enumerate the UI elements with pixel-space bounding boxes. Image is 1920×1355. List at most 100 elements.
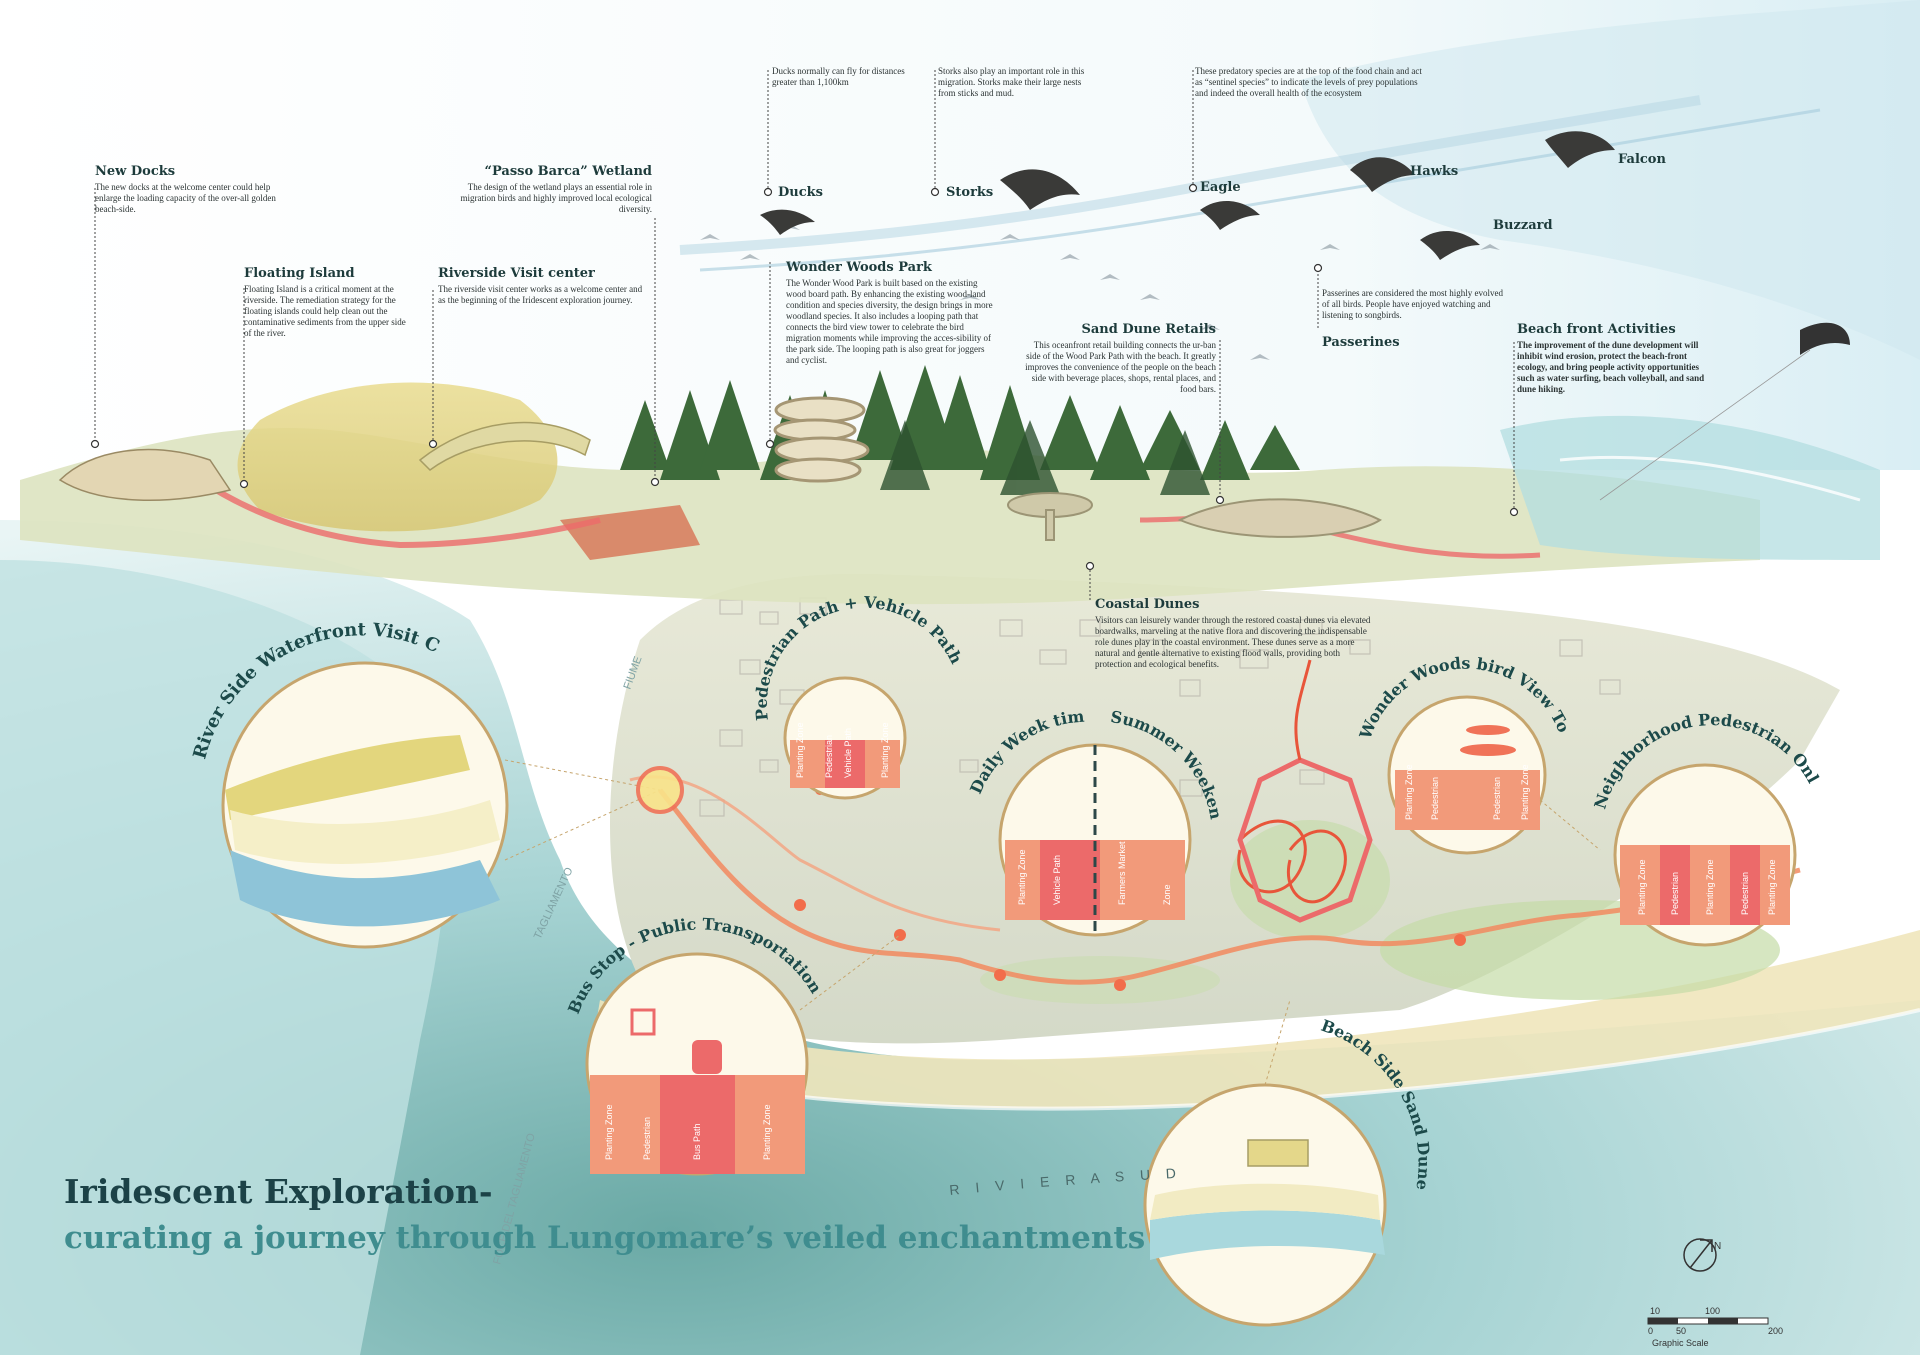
zone-label: Planting Zone xyxy=(1637,859,1647,915)
zone-label: Planting Zone xyxy=(1705,859,1715,915)
bird-note-ducks: Ducks normally can fly for distances gre… xyxy=(772,66,905,87)
forest-dark xyxy=(880,420,1210,495)
vignette-beach-side xyxy=(1143,1083,1387,1327)
poster-title: Iridescent Exploration- xyxy=(64,1172,493,1211)
beach-strip xyxy=(590,930,1920,1109)
bird-note-storks: Storks also play an important role in th… xyxy=(938,66,1085,98)
bird-label-hawks: Hawks xyxy=(1410,164,1459,179)
boardwalk-red xyxy=(198,477,601,549)
route-path xyxy=(658,788,1801,985)
zone-label: Vehicle Path xyxy=(1052,855,1062,905)
scale-tick: 0 xyxy=(1648,1326,1653,1336)
scale-tick: 50 xyxy=(1676,1326,1686,1336)
annot-new-docks: New Docks The new docks at the welcome c… xyxy=(95,164,280,215)
vignette-daily-summer xyxy=(998,743,1192,937)
zone-label: Pedestrian xyxy=(824,735,834,778)
zone-label: Pedestrian xyxy=(1430,777,1440,820)
annot-body: Visitors can leisurely wander through th… xyxy=(1095,615,1371,669)
bird-note-passerines: Passerines are considered the most highl… xyxy=(1322,288,1503,320)
flight-swoosh xyxy=(679,95,1701,255)
vignette-bus-stop xyxy=(585,952,809,1176)
route-path xyxy=(629,775,1001,932)
scale-tick: 10 xyxy=(1650,1306,1660,1316)
sky-wash xyxy=(1300,0,1920,360)
park-green xyxy=(1230,820,1390,940)
vignette-bird-tower xyxy=(1387,695,1547,855)
bird-label-storks: Storks xyxy=(946,185,994,200)
annot-beach-front: Beach front Activities The improvement o… xyxy=(1517,322,1717,395)
retail-building xyxy=(1177,498,1382,538)
poster-subtitle: curating a journey through Lungomare’s v… xyxy=(64,1220,1146,1256)
scale-bar xyxy=(1647,1317,1769,1325)
zone-label: Pedestrian xyxy=(1670,872,1680,915)
annot-title: Floating Island xyxy=(244,266,355,281)
zone-label: Planting Zone xyxy=(795,722,805,778)
kite-line xyxy=(1599,349,1811,501)
route-center xyxy=(1237,757,1373,923)
annot-title: Wonder Woods Park xyxy=(786,260,932,275)
annot-title: New Docks xyxy=(95,164,176,179)
zone-label: Zone xyxy=(1162,884,1172,905)
sun-marker xyxy=(636,766,684,814)
pavilion xyxy=(1007,492,1093,541)
annot-title: “Passo Barca” Wetland xyxy=(484,164,652,179)
river-loop xyxy=(1294,659,1312,761)
annot-body: This oceanfront retail building connects… xyxy=(1025,340,1216,394)
zone-label: Pedestrian xyxy=(1740,872,1750,915)
sea-foam xyxy=(1559,455,1861,502)
leader-dots xyxy=(90,183,1519,571)
leader-lines xyxy=(94,70,1515,600)
zone-label: Vehicle Path xyxy=(843,728,853,778)
zone-label: Planting Zone xyxy=(762,1104,772,1160)
bird-label-falcon: Falcon xyxy=(1618,152,1666,167)
annot-sand-dune-retails: Sand Dune Retails This oceanfront retail… xyxy=(1020,322,1216,395)
zone-label: Planting Zone xyxy=(1017,849,1027,905)
yacht xyxy=(58,448,232,501)
annot-body: Floating Island is a critical moment at … xyxy=(244,284,406,338)
zone-label: Planting Zone xyxy=(604,1104,614,1160)
bird-label-eagle: Eagle xyxy=(1200,180,1241,195)
zone-label: Planting Zone xyxy=(880,722,890,778)
bird-label-ducks: Ducks xyxy=(778,185,823,200)
kite xyxy=(1800,322,1850,355)
zone-label: Pedestrian xyxy=(642,1117,652,1160)
bird-label-buzzard: Buzzard xyxy=(1493,218,1553,233)
annot-title: Beach front Activities xyxy=(1517,322,1676,337)
vignette-connectors xyxy=(504,759,1601,1086)
zone-label: Planting Zone xyxy=(1404,764,1414,820)
scale-label: Graphic Scale xyxy=(1652,1338,1709,1348)
sand-dune-band xyxy=(237,382,558,532)
annot-coastal-dunes: Coastal Dunes Visitors can leisurely wan… xyxy=(1095,597,1371,670)
zone-label: Pedestrian xyxy=(1492,777,1502,820)
north-label: N xyxy=(1714,1241,1721,1252)
annot-floating-island: Floating Island Floating Island is a cri… xyxy=(244,266,414,339)
zone-label: Farmers Market xyxy=(1117,841,1127,905)
annot-riverside-visit: Riverside Visit center The riverside vis… xyxy=(438,266,648,306)
north-arrow-icon xyxy=(1683,1238,1717,1272)
annot-body: The new docks at the welcome center coul… xyxy=(95,182,276,214)
annot-title: Coastal Dunes xyxy=(1095,597,1200,612)
zone-label: Planting Zone xyxy=(1520,764,1530,820)
annot-body: The design of the wetland plays an essen… xyxy=(460,182,652,214)
annot-body: The riverside visit center works as a we… xyxy=(438,284,643,305)
zone-label: Planting Zone xyxy=(1767,859,1777,915)
route-loop xyxy=(1237,819,1347,904)
vignette-riverside xyxy=(221,661,509,949)
beach-sea xyxy=(1500,415,1880,560)
vignette-pedestrian-vehicle xyxy=(783,676,907,800)
visit-center-roof xyxy=(418,421,591,471)
annot-body: The Wonder Wood Park is built based on t… xyxy=(786,278,993,365)
bird-view-tower xyxy=(773,396,870,483)
large-birds xyxy=(760,131,1615,260)
zone-label: Bus Path xyxy=(692,1123,702,1160)
annot-title: Riverside Visit center xyxy=(438,266,595,281)
bird-label-passerines: Passerines xyxy=(1322,335,1400,350)
annot-title: Sand Dune Retails xyxy=(1081,322,1216,337)
annot-body: The improvement of the dune development … xyxy=(1517,340,1705,394)
annot-wonder-woods: Wonder Woods Park The Wonder Wood Park i… xyxy=(786,260,996,366)
bird-note-eagle: These predatory species are at the top o… xyxy=(1195,66,1422,98)
vignette-neighborhood xyxy=(1613,763,1797,947)
annot-passo-barca: “Passo Barca” Wetland The design of the … xyxy=(440,164,652,215)
